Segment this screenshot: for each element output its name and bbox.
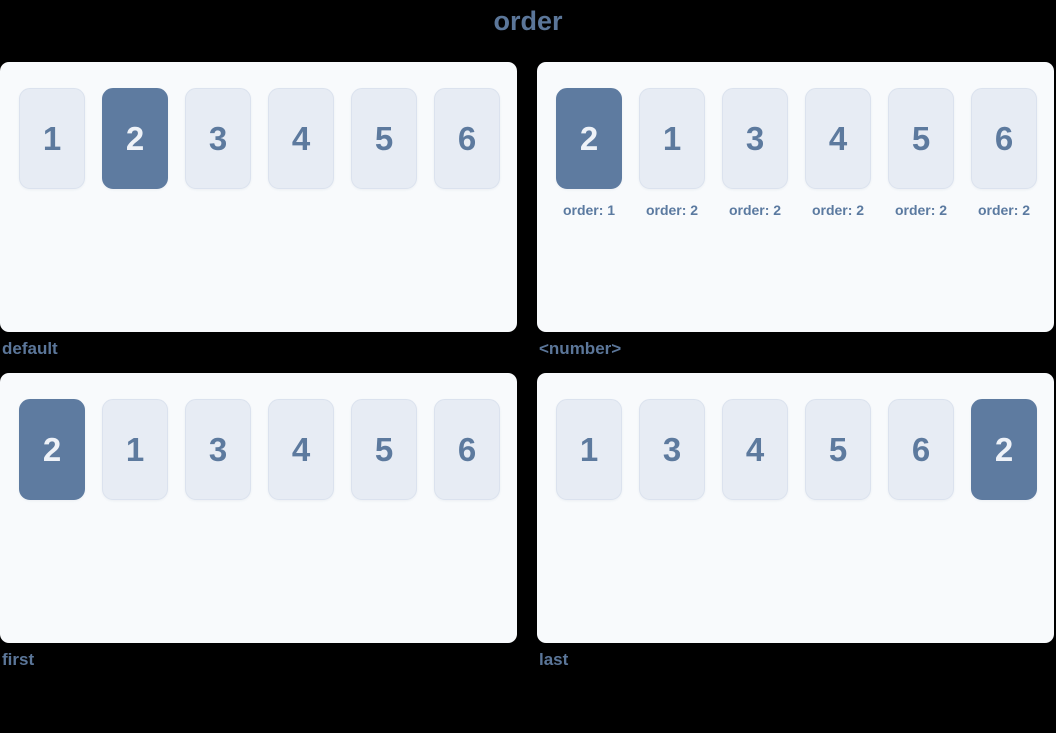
panel-caption-number: <number> — [539, 339, 622, 358]
order-value-label: order: 2 — [894, 202, 948, 218]
flex-item-cell: 5 order: 2 — [888, 88, 954, 217]
flex-item-cell: 3 order: 2 — [722, 88, 788, 217]
order-value-label: order: 2 — [811, 202, 865, 218]
flex-item-cell: 2 order: 1 — [556, 88, 622, 217]
flex-item-cell: 6 order: 2 — [971, 88, 1037, 217]
flex-item-box: 3 — [185, 88, 251, 189]
flex-item-cell: 1 order: 2 — [639, 88, 705, 217]
flex-container-default: 1 2 3 4 5 6 — [0, 62, 517, 332]
flex-item-box: 6 — [434, 399, 500, 500]
flex-item-box: 1 — [102, 399, 168, 500]
order-value-label: order: 1 — [562, 202, 616, 218]
demo-panel-number: 2 order: 1 1 order: 2 3 order: 2 4 order… — [537, 62, 1054, 373]
page-title: order — [493, 6, 563, 36]
flex-item-box: 1 — [19, 88, 85, 189]
order-value-label: order: 2 — [977, 202, 1031, 218]
flex-item-box: 2 — [19, 399, 85, 500]
flex-item-box: 5 — [351, 399, 417, 500]
flex-item-box: 5 — [888, 88, 954, 189]
order-value-label: order: 2 — [645, 202, 699, 218]
flex-item-box: 6 — [971, 88, 1037, 189]
flex-item-box: 4 — [268, 88, 334, 189]
flex-item-box: 2 — [102, 88, 168, 189]
flex-container-number: 2 order: 1 1 order: 2 3 order: 2 4 order… — [537, 62, 1054, 332]
demo-panel-first: 2 1 3 4 5 6 first — [0, 373, 517, 670]
flex-container-last: 1 3 4 5 6 2 — [537, 373, 1054, 643]
flex-item-box: 3 — [722, 88, 788, 189]
demo-panel-last: 1 3 4 5 6 2 last — [537, 373, 1054, 670]
flex-item-box: 5 — [805, 399, 871, 500]
flex-item-box: 3 — [639, 399, 705, 500]
panel-caption-last: last — [539, 650, 569, 669]
flex-item-box: 5 — [351, 88, 417, 189]
flex-item-box: 6 — [888, 399, 954, 500]
flex-item-box: 2 — [971, 399, 1037, 500]
demo-panel-default: 1 2 3 4 5 6 default — [0, 62, 517, 373]
flex-item-box: 2 — [556, 88, 622, 189]
flex-container-first: 2 1 3 4 5 6 — [0, 373, 517, 643]
flex-item-box: 3 — [185, 399, 251, 500]
panel-caption-first: first — [2, 650, 35, 669]
flex-item-box: 4 — [722, 399, 788, 500]
flex-item-box: 1 — [556, 399, 622, 500]
flex-item-box: 1 — [639, 88, 705, 189]
flex-item-box: 4 — [268, 399, 334, 500]
demo-grid: 1 2 3 4 5 6 default 2 order: 1 1 order: … — [0, 62, 1056, 670]
flex-item-box: 6 — [434, 88, 500, 189]
panel-caption-default: default — [2, 339, 58, 358]
order-value-label: order: 2 — [728, 202, 782, 218]
flex-item-cell: 4 order: 2 — [805, 88, 871, 217]
flex-item-box: 4 — [805, 88, 871, 189]
